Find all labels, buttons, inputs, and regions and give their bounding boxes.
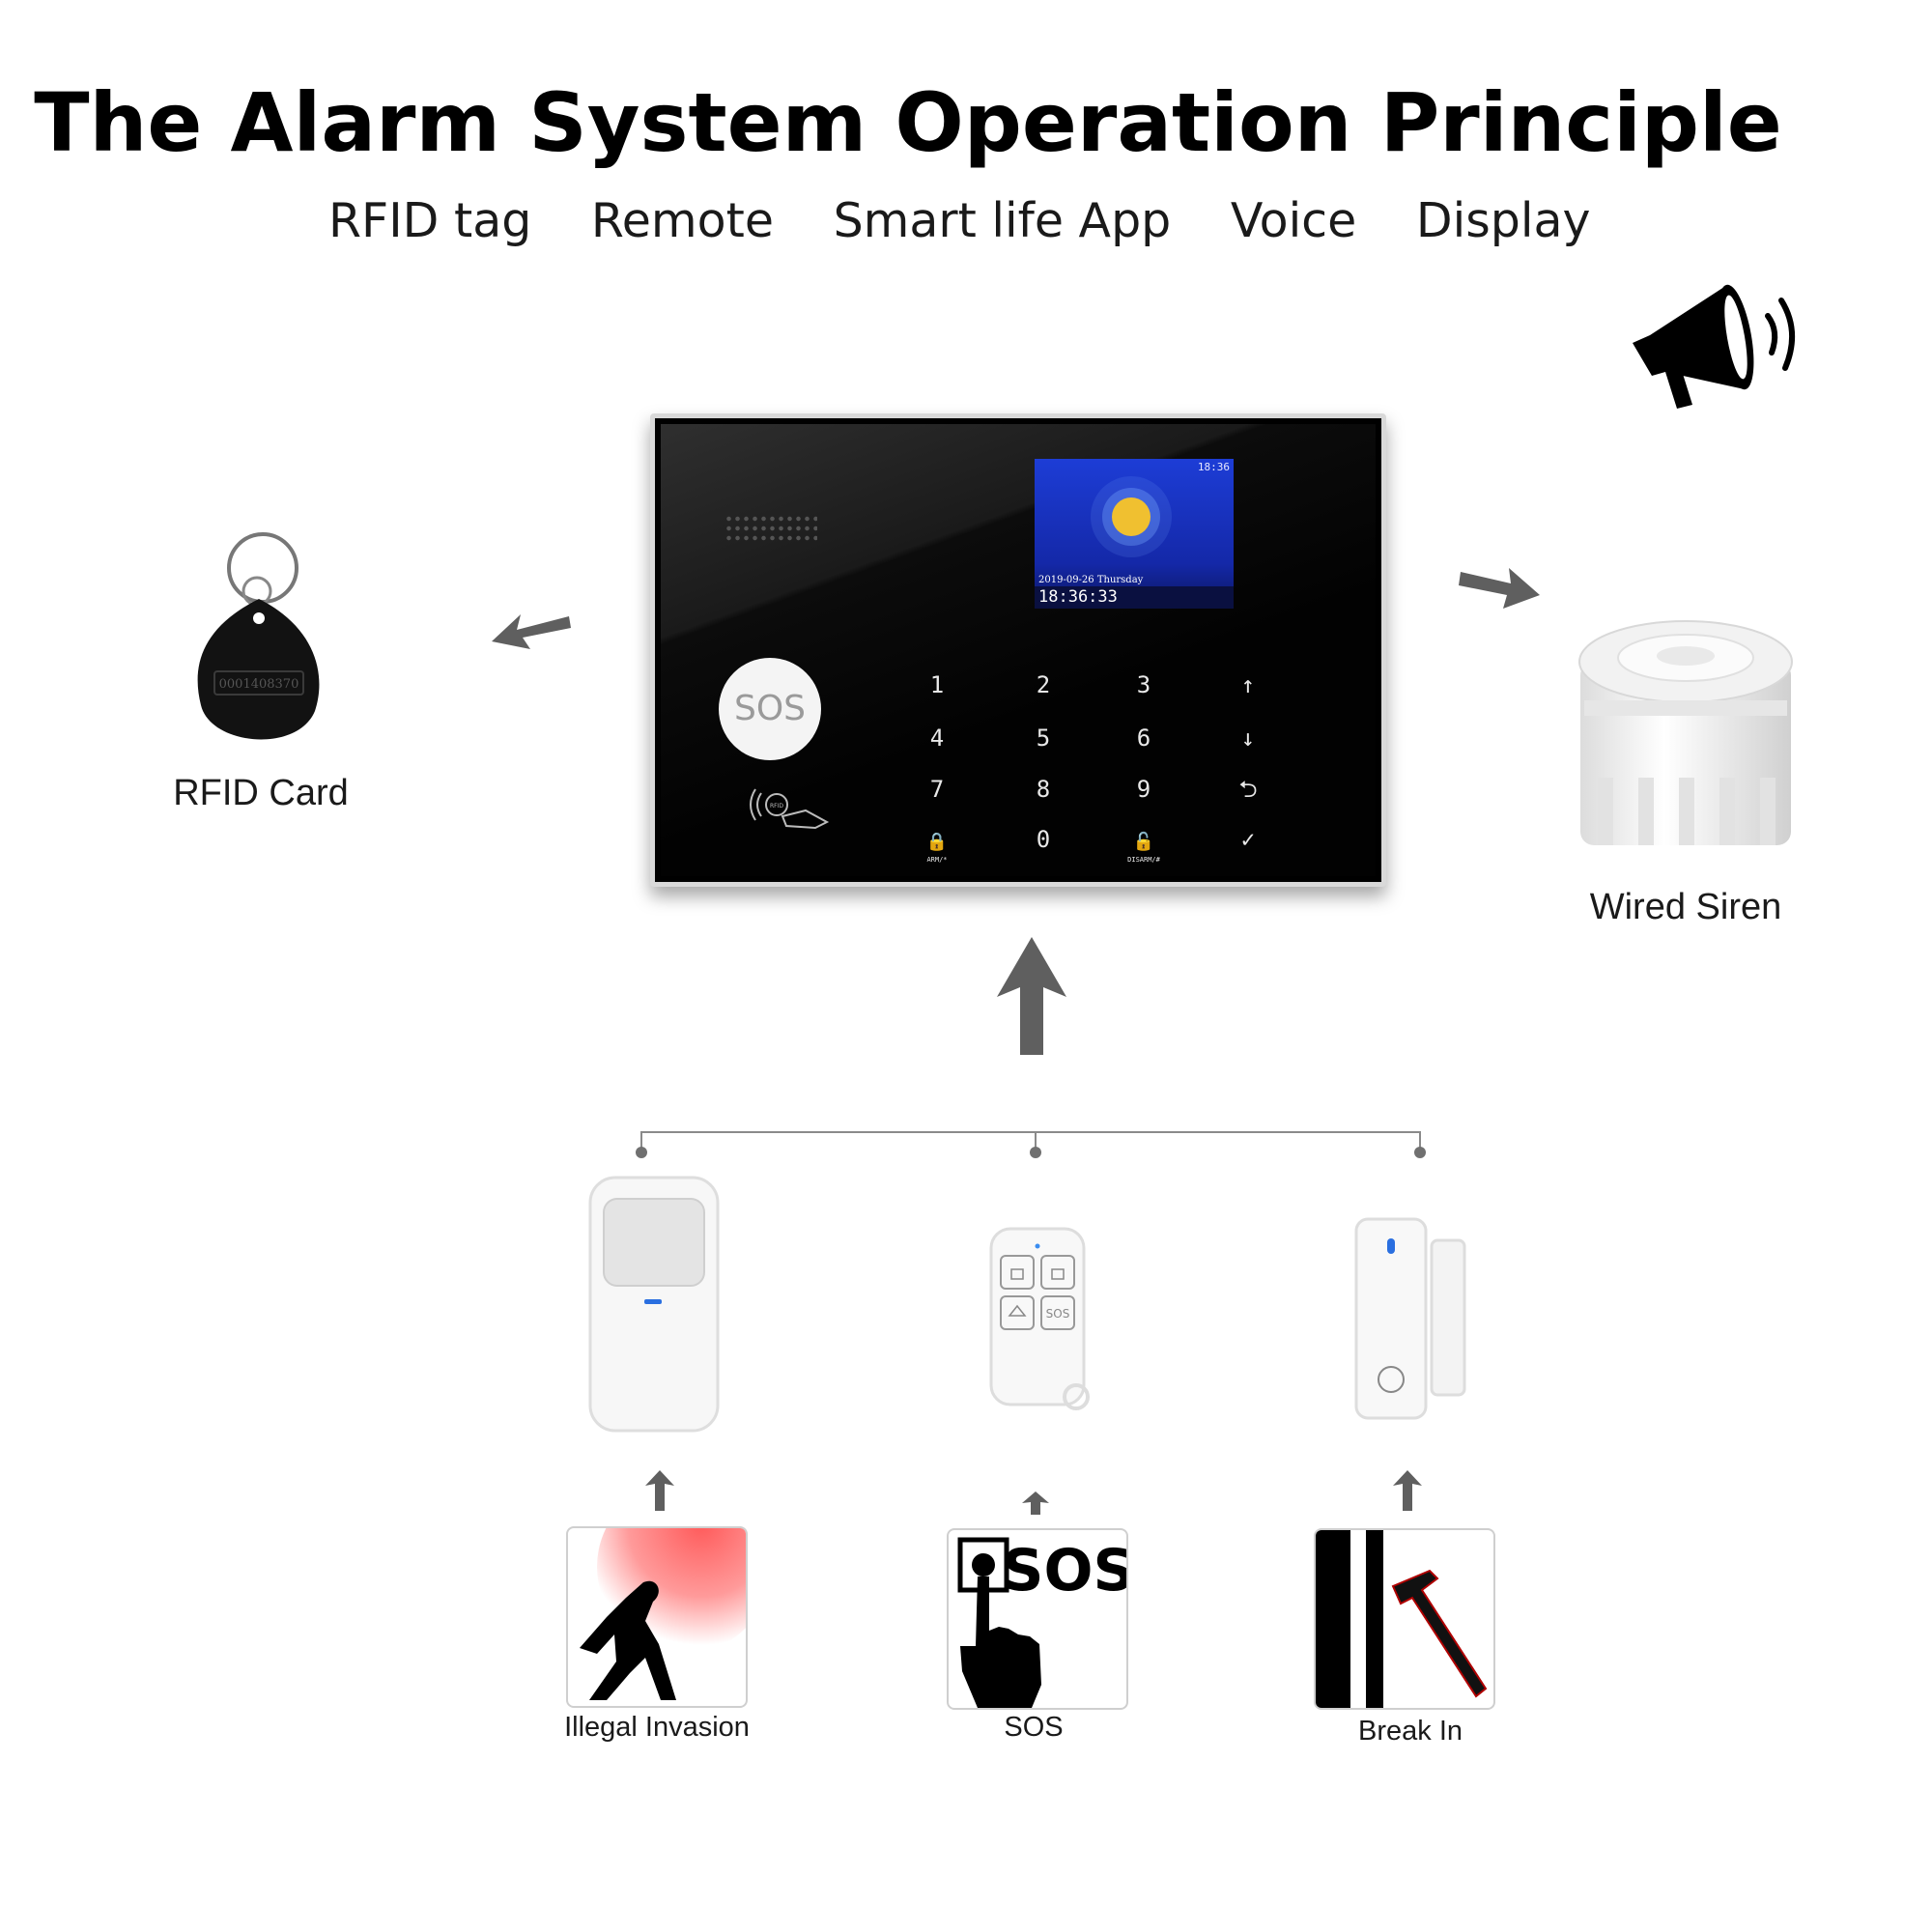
disarm-key-label: DISARM/# (1127, 856, 1160, 864)
hammer-door-icon (1316, 1530, 1488, 1708)
rfid-reader-text: RFID (770, 803, 783, 810)
keypad-key[interactable]: 5 (1036, 724, 1051, 752)
keypad-key[interactable]: ⮌ (1238, 776, 1258, 803)
keypad-key[interactable]: 3 (1136, 671, 1151, 698)
feature-remote: Remote (590, 193, 774, 248)
wired-siren-image (1578, 620, 1793, 845)
rfid-card-label: RFID Card (173, 773, 349, 813)
illegal-invasion-label: Illegal Invasion (564, 1712, 750, 1743)
alarm-control-panel: 18:36 2019-09-26 Thursday 18:36:33 SOS R… (650, 413, 1386, 887)
remote-control-image: SOS (989, 1227, 1090, 1410)
arrow-to-rfid (492, 614, 571, 649)
arrow-to-siren (1459, 568, 1540, 609)
megaphone-icon (1633, 284, 1796, 409)
break-in-label: Break In (1358, 1716, 1463, 1747)
keypad-key[interactable]: 1 (929, 671, 945, 698)
arrow-invasion-to-pir (645, 1470, 674, 1511)
feature-voice: Voice (1230, 193, 1357, 248)
lcd-display: 18:36 2019-09-26 Thursday 18:36:33 (1035, 459, 1234, 609)
keypad-key[interactable]: 4 (929, 724, 945, 752)
rfid-reader-icon: RFID (750, 788, 830, 830)
sos-label: SOS (1004, 1712, 1064, 1743)
arm-key-label: ARM/* (926, 856, 948, 864)
feature-display: Display (1415, 193, 1591, 248)
keypad-key[interactable]: 9 (1136, 776, 1151, 803)
keypad-key[interactable]: ↑ (1240, 671, 1256, 698)
lock-icon: 🔒 (925, 832, 949, 852)
lock-icon (1112, 497, 1151, 536)
sos-press-icon: SOS (957, 1537, 1126, 1708)
break-in-tile (1314, 1528, 1495, 1710)
keypad-key[interactable]: 6 (1136, 724, 1151, 752)
rfid-tag-number: 0001408370 (219, 677, 299, 692)
disarm-key[interactable]: 🔓 DISARM/# (1115, 820, 1173, 864)
arrow-sos-to-remote (1022, 1492, 1049, 1515)
lcd-status-bar: 18:36 (1197, 461, 1230, 473)
keypad-key[interactable]: 7 (929, 776, 945, 803)
feature-rfid-tag: RFID tag (328, 193, 532, 248)
sos-tile: SOS (947, 1528, 1128, 1710)
illegal-invasion-tile (566, 1526, 748, 1708)
pir-motion-sensor-image (588, 1176, 720, 1433)
wired-siren-label: Wired Siren (1589, 887, 1782, 927)
keypad-key[interactable]: 2 (1036, 671, 1051, 698)
remote-sos-key: SOS (1046, 1307, 1070, 1321)
keypad-key[interactable]: ✓ (1240, 826, 1256, 853)
diagram-title: The Alarm System Operation Principle (34, 75, 1782, 170)
door-window-sensor-image (1354, 1217, 1466, 1420)
intruder-icon (580, 1528, 746, 1700)
keypad-key[interactable]: 8 (1036, 776, 1051, 803)
arrow-break-to-door (1393, 1470, 1422, 1511)
feature-smart-life-app: Smart life App (833, 193, 1172, 248)
lcd-time: 18:36:33 (1035, 586, 1234, 609)
rfid-card-image: 0001408370 (197, 532, 320, 740)
unlock-icon: 🔓 (1132, 832, 1155, 852)
lcd-date: 2019-09-26 Thursday (1038, 575, 1144, 585)
feature-list: RFID tag Remote Smart life App Voice Dis… (328, 193, 1634, 248)
arrow-to-panel (997, 937, 1066, 1055)
arm-key[interactable]: 🔒 ARM/* (908, 820, 966, 864)
speaker-grill (724, 514, 817, 545)
sos-button[interactable]: SOS (719, 658, 821, 760)
sos-sign-text: SOS (1002, 1537, 1126, 1605)
keypad-key[interactable]: ↓ (1240, 724, 1256, 752)
keypad-key[interactable]: 0 (1036, 826, 1051, 853)
